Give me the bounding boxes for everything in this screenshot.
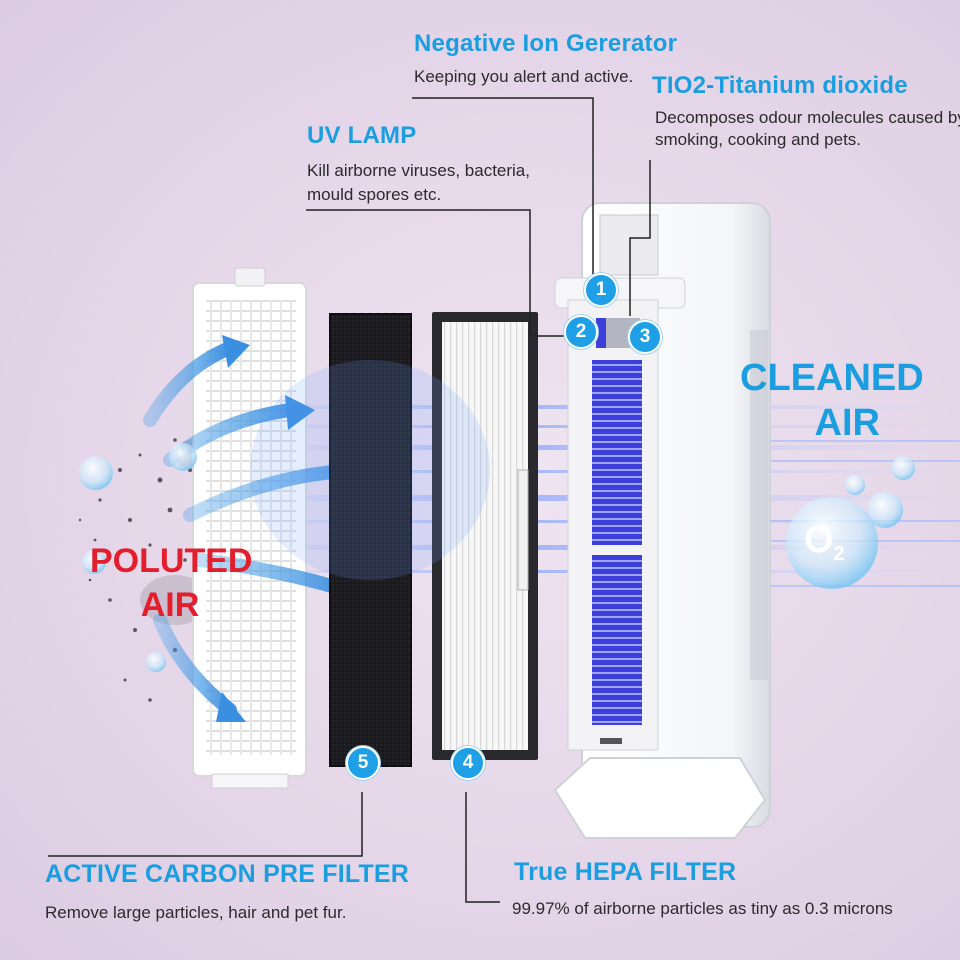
badge-1: 1 [584,273,618,307]
polluted-air-line2: AIR [140,586,200,624]
polluted-air-line1: POLUTED [90,542,253,580]
carbon-filter [329,313,412,767]
badge-4: 4 [451,746,485,780]
hepa-filter [432,312,538,760]
tio2-desc-line1: Decomposes odour molecules caused by [655,108,960,127]
uv-lamp-title: UV LAMP [307,122,417,149]
hepa-filter-desc: 99.97% of airborne particles as tiny as … [512,899,893,918]
carbon-filter-desc: Remove large particles, hair and pet fur… [45,903,347,922]
oxygen-letter: O [804,519,834,561]
uv-lamp-desc-line1: Kill airborne viruses, bacteria, [307,161,530,180]
badge-5: 5 [346,746,380,780]
tio2-title: TIO2-Titanium dioxide [652,72,908,99]
uv-lamp-desc-line2: mould spores etc. [307,185,442,204]
tio2-desc-line2: smoking, cooking and pets. [655,130,862,149]
oxygen-bubble-label: O2 [804,518,864,568]
bubbles [79,443,915,672]
oxygen-subscript: 2 [833,543,845,565]
hepa-filter-title: True HEPA FILTER [514,858,737,886]
badge-3: 3 [628,320,662,354]
badge-2: 2 [564,315,598,349]
cleaned-air-line1: CLEANED [740,357,924,399]
carbon-filter-title: ACTIVE CARBON PRE FILTER [45,860,410,888]
leader-lines [48,97,651,903]
ion-generator-desc: Keeping you alert and active. [414,67,634,86]
cleaned-air-line2: AIR [814,402,880,444]
purifier-unit [553,202,771,839]
ion-generator-title: Negative Ion Gererator [414,30,678,57]
